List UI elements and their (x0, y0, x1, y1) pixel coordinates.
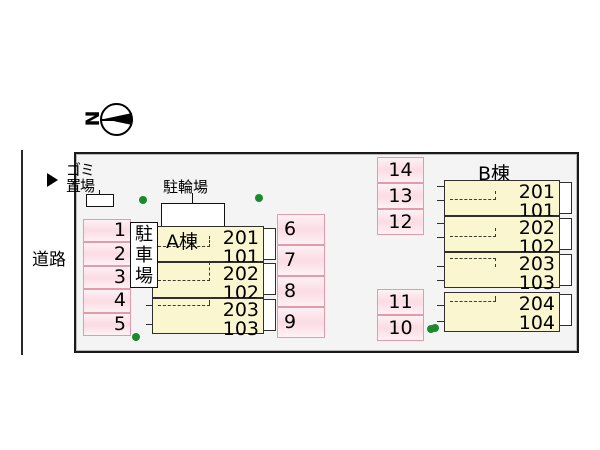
building-b-unit-2-numbers: 202 102 (519, 219, 555, 257)
building-b-unit-204: 204 (518, 293, 555, 315)
building-a-unit-2-numbers: 202 102 (223, 265, 259, 303)
building-b-unit-2[interactable]: 202 102 (444, 216, 560, 257)
building-b-unit-104: 104 (518, 312, 555, 334)
building-a-unit-1[interactable]: 201 101 (152, 226, 264, 267)
building-a-unit-1-entry-path (158, 246, 210, 247)
building-a-unit-3[interactable]: 203 103 (152, 298, 264, 339)
building-b-unit-2-entry-path (450, 236, 496, 237)
garbage-area-leader-line (99, 190, 100, 196)
building-b-unit-202: 202 (518, 217, 555, 239)
parking-lot-label-char-2: 車 (135, 245, 153, 266)
building-b-unit-3-entry-path (450, 258, 496, 259)
building-b-unit-102: 102 (518, 236, 555, 258)
parking-stall-8[interactable]: 8 (277, 276, 325, 307)
building-a-unit-3-entry-notch (146, 305, 153, 325)
parking-stall-6[interactable]: 6 (277, 214, 325, 245)
building-b-unit-1-entry-notch (437, 186, 445, 201)
building-b-unit-3-entry-path-vertical (495, 258, 496, 267)
building-b-unit-3-entry-notch (437, 266, 445, 281)
building-a-unit-1-numbers: 201 101 (223, 229, 259, 267)
north-arrow-compass: N (80, 101, 139, 141)
bicycle-parking-leader-line (192, 193, 193, 203)
building-b-unit-4-entry-path-vertical (495, 296, 496, 302)
building-b-unit-1-balcony (559, 182, 572, 214)
building-b-unit-1[interactable]: 201 101 (444, 180, 560, 221)
garbage-area-box (86, 194, 114, 207)
building-a-unit-2-entry-path (158, 280, 210, 281)
building-b-title: B棟 (478, 163, 511, 185)
building-a-unit-201: 201 (222, 227, 259, 249)
building-a-unit-1-balcony (263, 228, 276, 260)
road-boundary-line (21, 150, 23, 355)
building-b-unit-1-entry-path (450, 199, 496, 200)
parking-stall-1[interactable]: 1 (83, 219, 131, 243)
building-b-unit-3-numbers: 203 103 (519, 255, 555, 293)
parking-stall-13[interactable]: 13 (377, 183, 424, 209)
building-a-unit-2-balcony (263, 263, 276, 295)
parking-lot-label: 駐 車 場 (131, 224, 157, 287)
marker-dot-southwest (132, 333, 140, 341)
building-b-unit-1-numbers: 201 101 (519, 183, 555, 221)
building-b-unit-201: 201 (518, 181, 555, 203)
building-a-unit-2-entry-path-vertical (209, 262, 210, 281)
building-b-unit-103: 103 (518, 272, 555, 294)
parking-lot-label-box (130, 222, 158, 288)
building-b-unit-203: 203 (518, 253, 555, 275)
parking-stall-11[interactable]: 11 (377, 289, 424, 315)
building-b-unit-4-numbers: 204 104 (519, 295, 555, 333)
building-b-unit-4-balcony (559, 294, 572, 326)
parking-stall-12[interactable]: 12 (377, 209, 424, 235)
entrance-arrow-icon (47, 173, 58, 187)
parking-stall-7[interactable]: 7 (277, 245, 325, 276)
building-a-unit-202: 202 (222, 263, 259, 285)
parking-stall-3[interactable]: 3 (83, 265, 131, 290)
garbage-area-label-line2: 置場 (66, 177, 95, 195)
parking-stall-4[interactable]: 4 (83, 289, 131, 313)
building-b-unit-3[interactable]: 203 103 (444, 252, 560, 293)
building-b-unit-2-balcony (559, 218, 572, 250)
building-a-unit-3-entry-path (158, 305, 210, 306)
building-b-unit-3-balcony (559, 254, 572, 286)
parking-stall-14[interactable]: 14 (377, 157, 424, 183)
parking-lot-label-char-1: 駐 (135, 224, 153, 245)
building-a-unit-3-numbers: 203 103 (223, 301, 259, 339)
building-b-unit-2-entry-notch (437, 223, 445, 238)
building-a-unit-3-entry-path-vertical (209, 300, 210, 306)
parking-stall-2[interactable]: 2 (83, 242, 131, 266)
building-b-unit-4-entry-path (450, 301, 496, 302)
garbage-area-label: ゴミ 置場 (66, 162, 110, 194)
building-a-unit-103: 103 (222, 318, 259, 340)
marker-dot-north-center (255, 194, 263, 202)
bicycle-parking-label: 駐輪場 (163, 178, 209, 196)
building-b-unit-1-entry-path-vertical (495, 191, 496, 200)
building-a-unit-102: 102 (222, 282, 259, 304)
building-a-title: A棟 (166, 231, 198, 253)
building-b-unit-4[interactable]: 204 104 (444, 292, 560, 333)
site-boundary-inner-line (76, 154, 577, 351)
compass-north-label: N (80, 110, 103, 127)
building-a-unit-203: 203 (222, 299, 259, 321)
building-b-unit-2-entry-path-vertical (495, 228, 496, 237)
building-b-unit-101: 101 (518, 200, 555, 222)
building-a-unit-1-entry-path-vertical (209, 236, 210, 247)
garbage-area-label-line1: ゴミ (66, 161, 95, 179)
building-a-unit-3-balcony (263, 299, 276, 331)
parking-lot-label-char-3: 場 (135, 266, 153, 287)
road-label: 道路 (32, 250, 66, 270)
marker-dot-building-b-entry (431, 324, 439, 332)
marker-dot-northwest (139, 196, 147, 204)
parking-stall-5[interactable]: 5 (83, 312, 131, 336)
bicycle-parking-box (161, 203, 225, 227)
building-b-unit-4-entry-notch (437, 305, 445, 322)
parking-stall-10[interactable]: 10 (377, 315, 424, 341)
parking-stall-9[interactable]: 9 (277, 307, 325, 338)
compass-needle-icon (104, 112, 132, 125)
building-a-unit-101: 101 (222, 246, 259, 268)
